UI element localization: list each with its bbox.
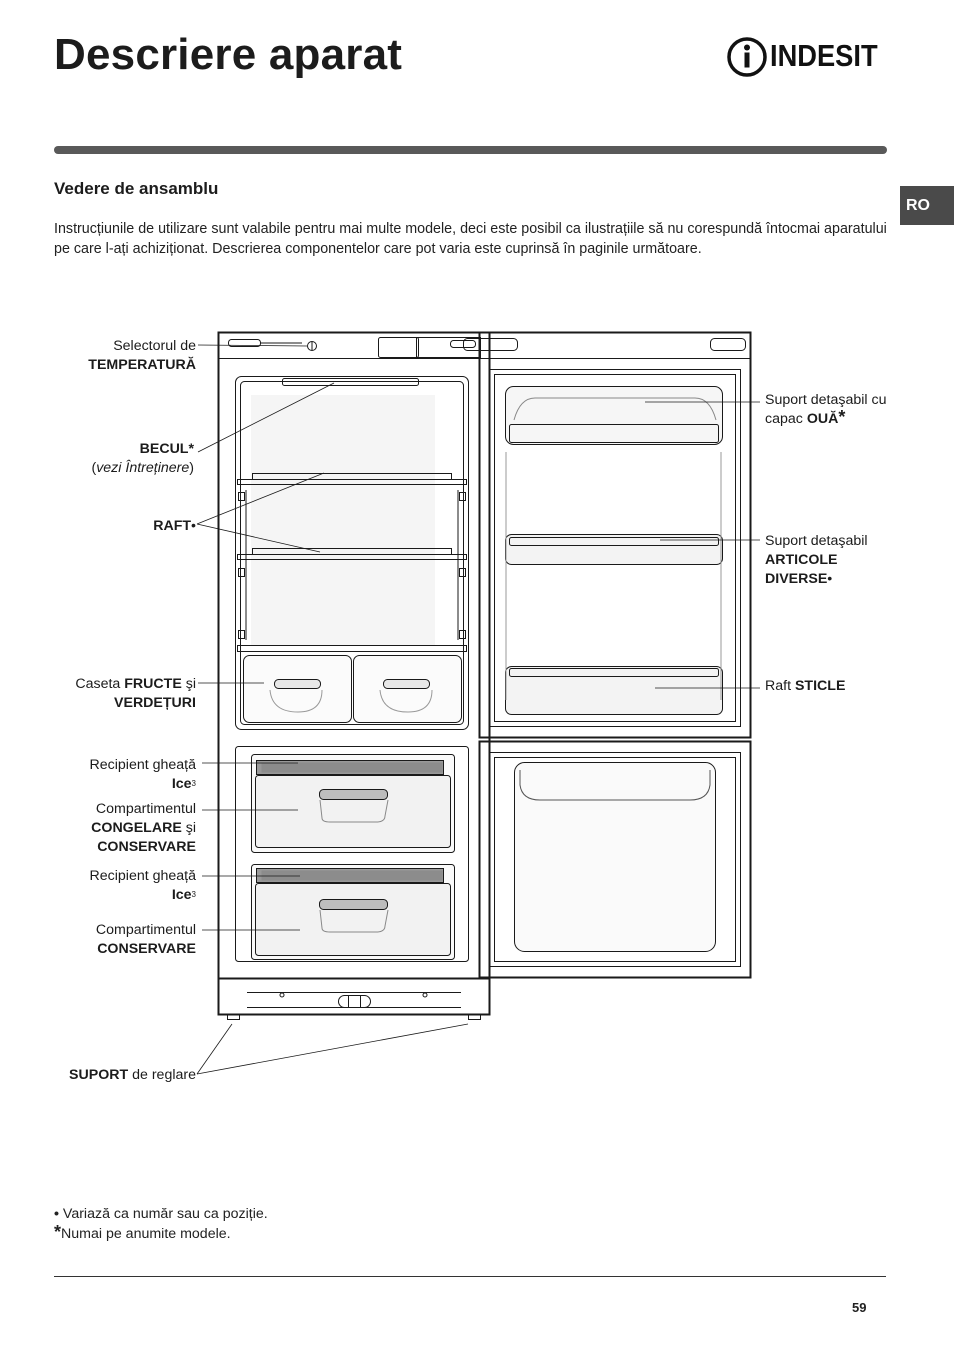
- title-divider: [54, 146, 887, 154]
- label-bottle-shelf: Raft STICLE: [765, 678, 846, 694]
- indesit-logo-icon: [727, 37, 767, 77]
- adjustable-foot-right: [468, 1014, 481, 1020]
- freezer-door: [478, 740, 752, 979]
- footnotes: • Variază ca număr sau ca poziție. *Numa…: [54, 1204, 268, 1244]
- temperature-knob: [307, 341, 317, 351]
- leader-lines: [196, 344, 760, 1075]
- indesit-logo: indesit: [726, 35, 888, 79]
- brand-name: indesit: [770, 38, 878, 73]
- language-tab: RO: [900, 186, 954, 225]
- page-number: 59: [852, 1300, 867, 1315]
- bottle-shelf: [505, 666, 723, 715]
- section-heading: Vedere de ansamblu: [54, 179, 219, 198]
- fridge-body: [217, 331, 491, 1016]
- bottom-divider: [54, 1276, 886, 1277]
- freezer-compartment: [235, 746, 469, 962]
- footnote-bullet: • Variază ca număr sau ca poziție.: [54, 1206, 268, 1222]
- label-shelf: RAFT•: [153, 518, 196, 534]
- door-shelf-misc: [505, 534, 723, 565]
- label-adjustable-feet: SUPORT de reglare: [69, 1067, 196, 1083]
- egg-holder: [505, 386, 723, 445]
- fridge-door: [478, 331, 752, 739]
- intro-paragraph: Instrucțiunile de utilizare sunt valabil…: [54, 221, 887, 257]
- footnote-star: *Numai pe anumite modele.: [54, 1222, 231, 1242]
- label-light-bulb: BECUL*(vezi Întreținere): [91, 441, 194, 476]
- adjustable-foot-left: [227, 1014, 240, 1020]
- page-title: Descriere aparat: [54, 30, 403, 79]
- fridge-compartment: [235, 376, 469, 730]
